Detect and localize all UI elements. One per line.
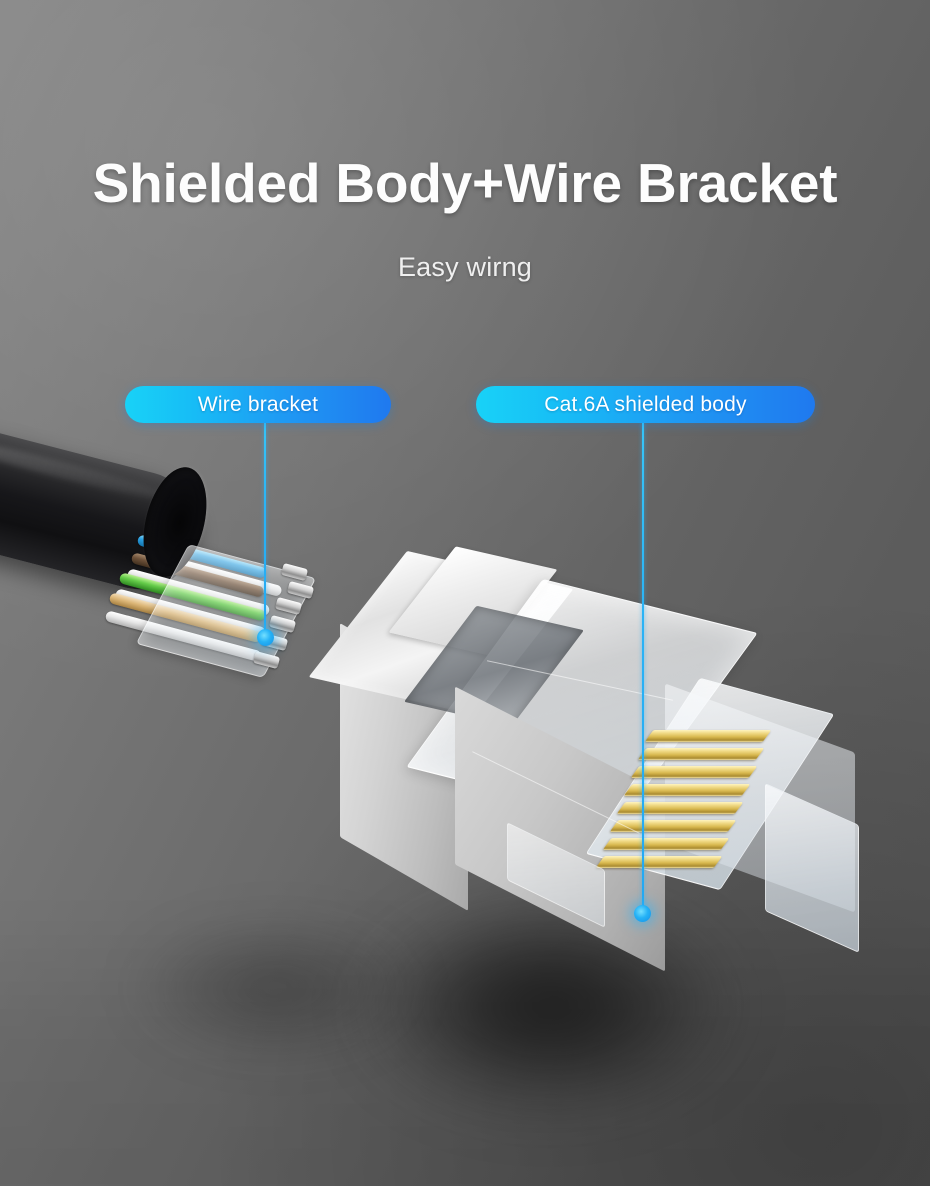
cable-drop-shadow (110, 912, 440, 1082)
callout-cat6a-shielded-body[interactable]: Cat.6A shielded body (476, 386, 815, 423)
callout-cat6a-shielded-body-label: Cat.6A shielded body (544, 392, 747, 416)
gold-pin-6 (609, 820, 737, 832)
page-title: Shielded Body+Wire Bracket (92, 152, 838, 214)
gold-pin-1 (644, 730, 772, 742)
leader-dot-shielded-body (634, 905, 651, 922)
gold-pin-7 (602, 838, 730, 850)
gold-pin-2 (637, 748, 765, 760)
callout-wire-bracket-label: Wire bracket (197, 392, 319, 416)
rj45-connector (308, 546, 859, 980)
page-subtitle: Easy wirng (397, 252, 533, 282)
leader-line-wire-bracket (264, 422, 266, 637)
connector-drop-shadow (330, 880, 750, 1180)
gold-pin-3 (630, 766, 758, 778)
gold-pin-8 (595, 856, 723, 868)
callout-wire-bracket[interactable]: Wire bracket (125, 386, 391, 423)
leader-dot-wire-bracket (257, 629, 274, 646)
leader-line-shielded-body (642, 422, 644, 914)
gold-pin-5 (616, 802, 744, 814)
